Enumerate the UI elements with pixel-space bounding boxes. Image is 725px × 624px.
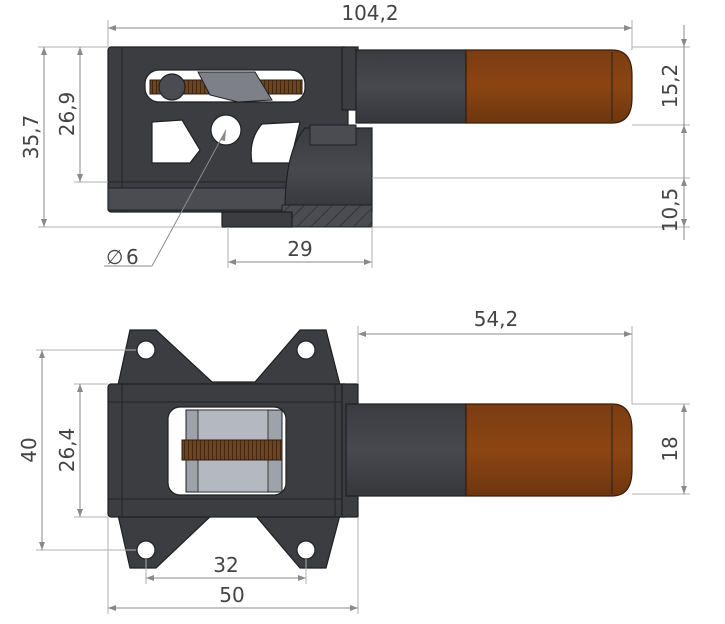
side-view [107, 46, 633, 228]
dim-inner-width: 26,4 [55, 428, 79, 473]
top-handle-shaft [345, 403, 467, 497]
dim-overall-length: 104,2 [341, 1, 398, 25]
side-cutout-right [250, 121, 301, 164]
top-threaded-rod [181, 439, 283, 461]
top-dimensions: 54,2 40 26,4 18 32 50 [17, 307, 690, 614]
dim-pivot-hole: 6 [126, 245, 139, 269]
dim-diameter-symbol: ∅ [106, 245, 123, 269]
dim-clamp-width: 29 [287, 237, 312, 261]
top-handle-grip [465, 403, 633, 497]
side-base-ledge [107, 187, 309, 211]
dim-handle-width: 18 [658, 436, 682, 461]
side-cam-plate [197, 71, 273, 103]
dim-body-height: 35,7 [19, 115, 43, 160]
top-hole-top-left [136, 340, 156, 360]
side-base-plate [221, 211, 293, 228]
dim-hole-spacing: 32 [213, 553, 238, 577]
side-nut [309, 124, 357, 146]
dim-base-length: 50 [219, 583, 244, 607]
dim-handle-height: 15,2 [658, 64, 682, 109]
dim-base-offset: 10,5 [658, 188, 682, 233]
top-hole-bottom-right [296, 540, 316, 560]
dim-overall-width: 40 [17, 437, 41, 462]
side-rod-head [158, 73, 186, 101]
top-view [107, 329, 633, 569]
top-hole-top-right [296, 340, 316, 360]
dim-slot-height: 26,9 [55, 92, 79, 137]
side-dimensions: 104,2 35,7 26,9 15,2 10,5 29 [19, 1, 690, 269]
side-handle-shaft [355, 49, 467, 124]
side-handle-grip [465, 49, 633, 124]
side-clamp-section [281, 204, 373, 228]
dim-handle-length: 54,2 [474, 307, 519, 331]
top-hole-bottom-left [136, 540, 156, 560]
side-cutout-left [151, 119, 201, 164]
